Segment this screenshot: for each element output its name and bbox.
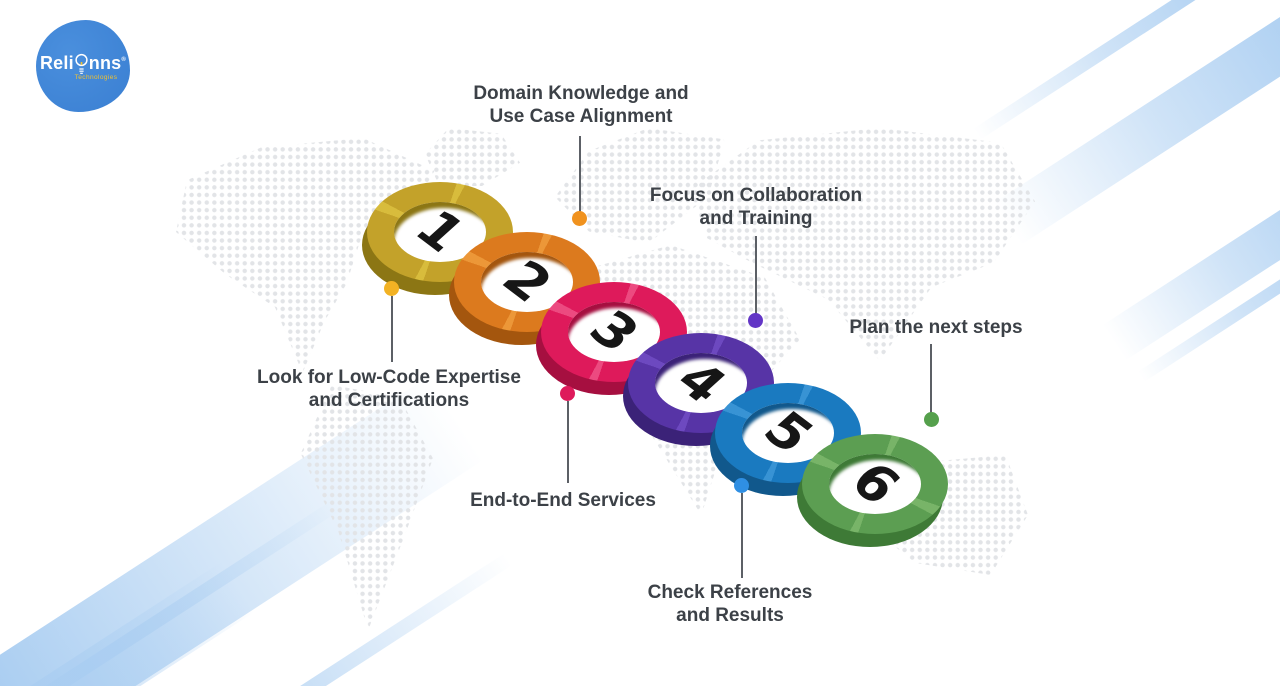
step-label-6: Plan the next steps: [816, 316, 1056, 339]
label-line: and Training: [699, 208, 813, 229]
registered-mark: ®: [121, 56, 127, 63]
logo-text-right: nns: [88, 53, 122, 73]
step-label-4: Focus on Collaboration and Training: [616, 184, 896, 230]
ring-step-2: 2: [449, 232, 600, 345]
connector-dot-step-5: [734, 478, 749, 493]
logo-subtitle: Technologies: [74, 73, 118, 81]
logo-text-left: Reli: [39, 53, 74, 73]
connector-line-step-4: [755, 236, 757, 316]
connector-line-step-5: [741, 493, 743, 578]
step-label-5: Check References and Results: [610, 581, 850, 627]
connector-dot-step-1: [384, 281, 399, 296]
step-label-3: End-to-End Services: [443, 489, 683, 512]
label-line: Plan the next steps: [849, 317, 1023, 338]
label-line: Look for Low-Code Expertise: [257, 367, 521, 388]
label-line: and Results: [676, 605, 784, 626]
logo-wordmark: Reli nns ®: [40, 52, 126, 76]
decor-stripe-bottom-left: [0, 486, 360, 686]
connector-dot-step-6: [924, 412, 939, 427]
label-line: Focus on Collaboration: [649, 185, 863, 206]
step-label-1: Look for Low-Code Expertise and Certific…: [249, 366, 529, 412]
decor-stripe-top-right: [993, 0, 1280, 245]
label-line: Check References: [647, 582, 813, 603]
relinns-logo: Reli nns ® Technologies: [36, 20, 130, 112]
label-line: Use Case Alignment: [489, 106, 673, 127]
decor-stripe-top-right: [1137, 230, 1280, 382]
connector-line-step-3: [567, 401, 569, 483]
step-label-2: Domain Knowledge and Use Case Alignment: [441, 82, 721, 128]
connector-dot-step-3: [560, 386, 575, 401]
decor-stripe-bottom-left: [0, 552, 269, 686]
decor-stripe-bottom-left: [170, 541, 530, 686]
dot-map-south-america: [300, 385, 433, 630]
lightbulb-icon: [75, 53, 88, 74]
connector-line-step-2: [579, 136, 581, 214]
decor-stripe-top-right: [973, 0, 1257, 140]
connector-line-step-6: [930, 344, 932, 414]
label-line: Domain Knowledge and: [473, 83, 689, 104]
connector-dot-step-2: [572, 211, 587, 226]
label-line: and Certifications: [308, 390, 470, 411]
ring-step-6: 6: [797, 434, 948, 547]
connector-line-step-1: [391, 296, 393, 362]
connector-dot-step-4: [748, 313, 763, 328]
decor-stripe-top-right: [1102, 161, 1280, 361]
label-line: End-to-End Services: [470, 490, 656, 511]
